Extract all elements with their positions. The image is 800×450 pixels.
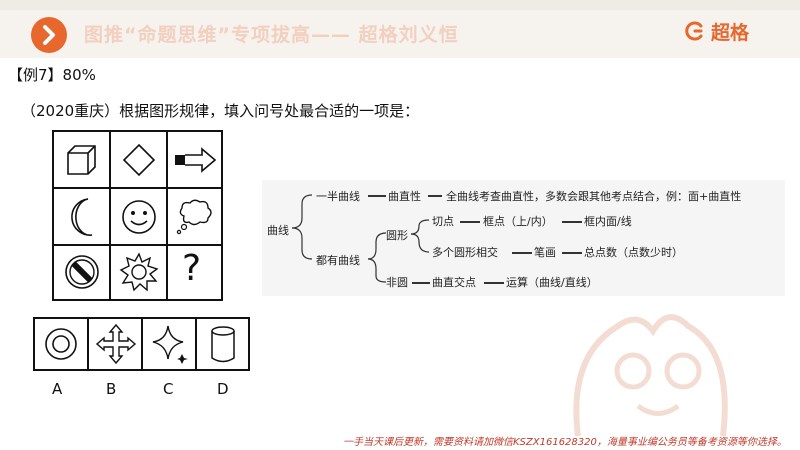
mind-map: 曲线 一半曲线 曲直性 全曲线考查曲直性，多数会跟其他考点结合，例：面+曲直性 … — [262, 180, 785, 296]
mm-root: 曲线 — [267, 224, 289, 237]
cube-icon — [67, 145, 96, 175]
mm-node-non-circle: 非圆 — [386, 276, 408, 289]
no-sign-icon — [65, 255, 99, 289]
example-label: 【例7】80% — [8, 66, 96, 84]
answer-options — [33, 317, 250, 371]
mm-node-total-points: 总点数（点数少时） — [584, 246, 683, 259]
mm-node-frame-inner: 框内面/线 — [584, 215, 632, 228]
mm-connector — [412, 282, 430, 284]
arrow-icon — [175, 147, 217, 173]
mm-node-operation: 运算（曲线/直线） — [506, 276, 598, 289]
option-divider — [195, 319, 197, 369]
grid-line — [109, 132, 111, 299]
mm-branch-half-curve: 一半曲线 — [316, 190, 360, 203]
mm-connector — [460, 221, 480, 223]
grid-line — [54, 244, 221, 246]
brand-mark-icon — [685, 21, 703, 41]
mm-node-cross-point: 曲直交点 — [432, 276, 476, 289]
crescent-icon — [71, 198, 93, 236]
smiley-icon — [122, 200, 156, 234]
mm-connector — [562, 252, 582, 254]
brand-name: 超格 — [711, 21, 750, 44]
brand-logo: 超格 — [684, 19, 750, 44]
mm-branch2-connector — [368, 232, 387, 283]
four-arrow-cross-icon[interactable] — [95, 323, 137, 365]
four-point-star-icon[interactable] — [149, 323, 191, 365]
grid-line — [166, 132, 168, 299]
option-divider — [141, 319, 143, 369]
double-circle-icon[interactable] — [43, 326, 79, 362]
thought-cloud-icon — [176, 199, 212, 235]
mm-connector — [428, 195, 442, 197]
cylinder-icon[interactable] — [209, 325, 237, 365]
mm-connector — [484, 282, 504, 284]
mm-connector — [562, 221, 582, 223]
mm-connector — [368, 195, 386, 197]
option-label-a: A — [52, 380, 63, 398]
mm-node-tangent: 切点 — [432, 215, 454, 228]
mm-node-frame-point: 框点（上/内） — [483, 215, 553, 228]
option-label-b: B — [106, 380, 117, 398]
puzzle-grid: ? — [52, 130, 223, 301]
mm-root-connector — [292, 194, 312, 260]
option-label-d: D — [217, 380, 229, 398]
mm-node-curvature-desc: 全曲线考查曲直性，多数会跟其他考点结合，例：面+曲直性 — [446, 190, 742, 203]
mm-connector — [512, 252, 532, 254]
mm-circle-connector — [411, 219, 430, 253]
header-stripe — [0, 0, 800, 10]
course-title: 图推“命题思维”专项拔高—— 超格刘义恒 — [84, 24, 459, 46]
diamond-icon — [122, 143, 156, 177]
mm-branch-has-curve: 都有曲线 — [316, 254, 360, 267]
question-mark: ? — [182, 248, 202, 289]
header-bar: 图推“命题思维”专项拔高—— 超格刘义恒 超格 — [0, 0, 800, 58]
option-divider — [87, 319, 89, 369]
mascot-watermark — [573, 314, 728, 436]
option-label-c: C — [163, 380, 174, 398]
mm-node-multi-circle: 多个圆形相交 — [432, 246, 498, 259]
footer-note: 一手当天课后更新，需要资料请加微信KSZX161628320，海量事业编公务员等… — [343, 437, 787, 448]
question-text: （2020重庆）根据图形规律，填入问号处最合适的一项是： — [21, 102, 420, 120]
mm-node-curvature: 曲直性 — [388, 190, 421, 203]
mm-node-stroke: 笔画 — [534, 246, 556, 259]
next-arrow-icon[interactable] — [31, 17, 67, 53]
grid-line — [54, 187, 221, 189]
sun-icon — [119, 252, 159, 292]
mm-node-circle: 圆形 — [386, 229, 408, 242]
